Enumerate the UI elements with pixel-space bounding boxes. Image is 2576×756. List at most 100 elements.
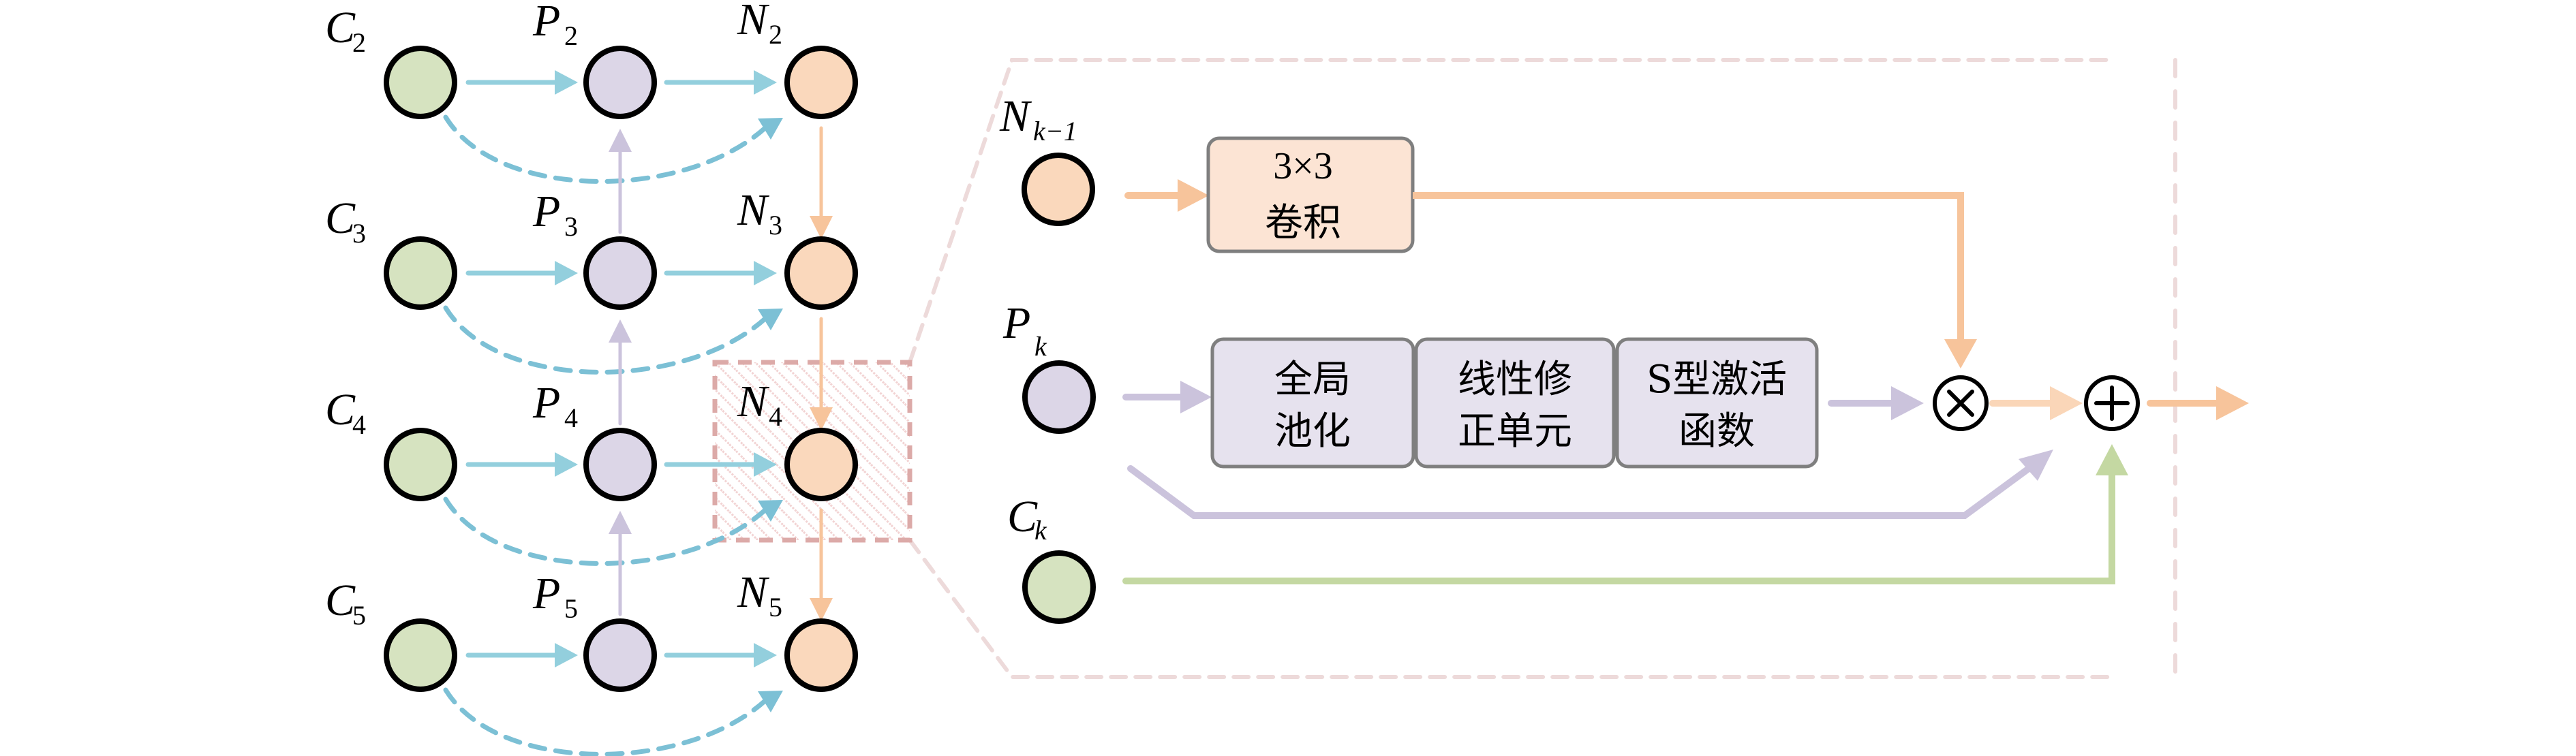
relu-box: [1414, 337, 1616, 469]
node-c2-circle: [384, 46, 457, 119]
multiply-icon-stroke2: [1947, 390, 1974, 417]
n-prev-label-base: N: [999, 91, 1032, 141]
arrow-p4-to-n4-head: [754, 452, 777, 477]
arrowhead-skip-ck-to-add: [2096, 444, 2128, 475]
node-c2: C2: [325, 3, 457, 119]
arrowhead-skip-pk-to-add: [2019, 450, 2053, 481]
sigmoid-line2: 函数: [1678, 409, 1755, 454]
arrow-p5-to-n5-head: [754, 643, 777, 667]
relu-line2: 正单元: [1458, 409, 1572, 454]
node-p5-circle: [583, 618, 657, 692]
c-k-label-sub: k: [1034, 515, 1047, 546]
node-c5-circle: [384, 618, 457, 692]
node-p4-label-sub: 4: [564, 403, 578, 433]
arrowhead-nprev-to-conv: [1178, 179, 1209, 212]
zoom-outline: [908, 58, 2177, 679]
arrow-p4-to-p3-head: [609, 319, 632, 343]
node-c3-label-sub: 3: [352, 218, 366, 249]
sigmoid-box: [1615, 337, 1819, 469]
node-n4-label-base: N: [737, 377, 770, 426]
node-p2-label-base: P: [532, 0, 560, 46]
node-p5-label-sub: 5: [564, 593, 578, 624]
node-c2-label-base: C: [325, 3, 356, 52]
node-n3-label-sub: 3: [769, 210, 782, 240]
node-c4: C4: [325, 385, 457, 501]
node-c3: C3: [325, 193, 457, 310]
node-n2-label-base: N: [737, 0, 770, 44]
conv-branch: 3×3 卷积: [1124, 136, 1977, 368]
relu-line1: 线性修: [1458, 358, 1572, 402]
arrow-c4-to-p4-head: [555, 452, 578, 477]
zoom-outline-bottom: [908, 538, 2115, 679]
node-c2-label-sub: 2: [352, 27, 366, 58]
p-k-node: [1022, 360, 1096, 434]
global-pooling-line1: 全局: [1274, 358, 1351, 402]
node-c5-label-base: C: [325, 576, 356, 625]
skip-c5-to-n5: [443, 687, 771, 756]
arrow-c5-to-p5-head: [555, 643, 578, 667]
node-c3-circle: [384, 236, 457, 310]
arrow-p3-to-p2-head: [609, 129, 632, 152]
global-pooling-box: [1210, 337, 1415, 469]
c-k-node: [1022, 550, 1096, 624]
node-p3-label-sub: 3: [564, 211, 578, 242]
node-c3-label-base: C: [325, 193, 356, 243]
arrowhead-sigmoid-to-multiply: [1891, 386, 1924, 420]
arrow-p2-to-n2-head: [754, 70, 777, 95]
skip-c2-to-n2-head: [758, 118, 783, 140]
p-k-label-base: P: [1002, 298, 1030, 348]
arrow-p3-to-n3-head: [754, 261, 777, 285]
detail-panel: N k−1 P k C k 3×3 卷积 全: [999, 91, 2249, 624]
skip-pk-to-add: [1127, 461, 2038, 519]
node-p2-label-sub: 2: [564, 20, 578, 51]
node-p5-label-base: P: [532, 569, 560, 618]
p-k-label-sub: k: [1034, 331, 1047, 362]
skip-c4-to-n4-head: [758, 500, 783, 522]
sigmoid-line1: S型激活: [1646, 358, 1787, 402]
node-c4-label-base: C: [325, 385, 356, 435]
skip-c4-to-n4: [443, 497, 771, 566]
skip-c3-to-n3: [443, 305, 771, 375]
input-c-k: C k: [1007, 492, 1096, 624]
skip-c2-to-n2: [443, 114, 771, 184]
line-conv-to-multiply: [1413, 192, 1964, 344]
arrowhead-conv-to-multiply: [1944, 339, 1977, 368]
input-n-prev: N k−1: [999, 91, 1095, 226]
node-c4-circle: [384, 428, 457, 501]
arrow-c2-to-p2-head: [555, 70, 578, 95]
global-pooling-line2: 池化: [1274, 409, 1351, 454]
node-p3-label-base: P: [532, 187, 560, 236]
arrow-n2-to-n3-head: [810, 216, 833, 239]
node-n2-circle: [784, 46, 858, 119]
node-c5-label-sub: 5: [352, 600, 366, 631]
skip-ck-to-add: [1122, 467, 2115, 584]
zoom-outline-top: [908, 58, 2115, 364]
node-n5-circle: [784, 618, 858, 692]
conv-box-line1: 3×3: [1273, 145, 1333, 187]
node-p4-label-base: P: [532, 378, 560, 428]
attention-branch: 全局 池化 线性修 正单元 S型激活 函数: [1122, 337, 1924, 469]
node-n2-label-sub: 2: [769, 19, 782, 50]
node-p3-circle: [583, 236, 657, 310]
node-c4-label-sub: 4: [352, 409, 366, 440]
node-p2-circle: [583, 46, 657, 119]
multiply-operator: [1933, 375, 1989, 431]
arrowhead-pk-to-pool: [1180, 381, 1212, 413]
node-n5-label-base: N: [737, 567, 770, 617]
node-n4-label-sub: 4: [769, 401, 782, 432]
arrow-c3-to-p3-head: [555, 261, 578, 285]
arrow-n4-to-n5-head: [810, 598, 833, 621]
pyramid-edges: [443, 70, 833, 756]
arrow-p5-to-p4-head: [609, 511, 632, 534]
arrowhead-output: [2216, 386, 2249, 420]
